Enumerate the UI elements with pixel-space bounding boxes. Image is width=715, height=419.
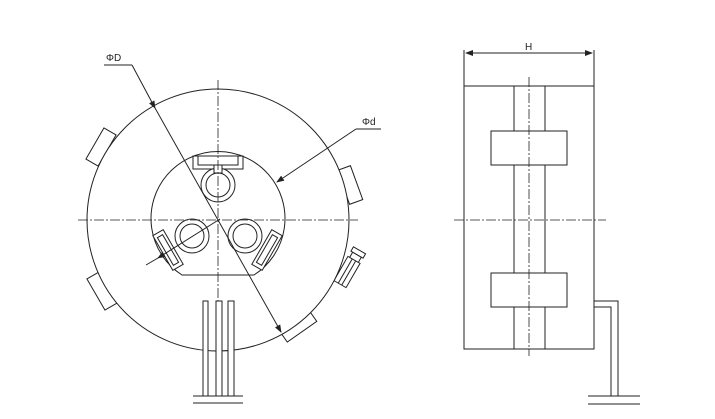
- dimension-inner-diameter: Φd: [145, 117, 381, 266]
- side-view: H: [454, 42, 640, 405]
- clamp-right: [227, 218, 283, 272]
- front-view: ΦD Φd: [78, 53, 381, 404]
- dimension-height: H: [463, 42, 595, 86]
- bus-bars: [193, 300, 243, 404]
- mounting-tabs: [85, 127, 367, 343]
- inner-diameter-label: Φd: [362, 117, 376, 128]
- ground-lead: [588, 300, 640, 405]
- outer-diameter-label: ΦD: [106, 53, 121, 64]
- cable-connector: [333, 246, 367, 289]
- height-label: H: [525, 42, 532, 53]
